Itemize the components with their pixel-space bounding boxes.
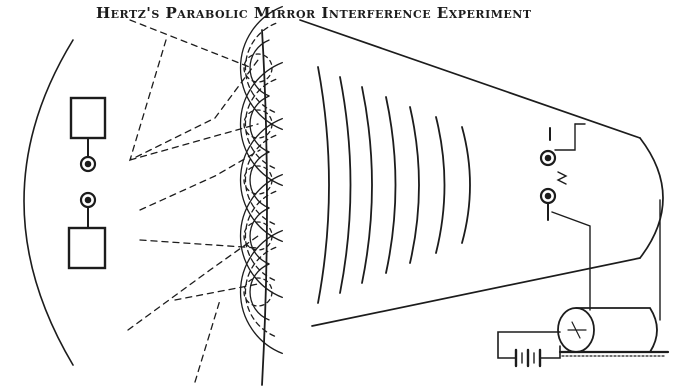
interference-circles [239,5,283,386]
left-mirror-arc [23,39,74,366]
lower-capacitor-plate [67,226,107,270]
node-circle [243,53,273,83]
interference-arc [244,190,277,282]
right-mirror [299,19,664,327]
reflected-rays [127,19,261,383]
interference-arc [239,173,283,299]
spark-mark [556,171,568,185]
interference-arc [249,95,270,153]
interference-arc [249,207,270,265]
wavefront-arc [361,86,373,284]
upper-spark-ball [79,155,97,173]
plane-reflector [261,29,268,386]
receiver-upper-ball [539,149,557,167]
diagram-title: Hertz's Parabolic Mirror Interference Ex… [96,4,532,22]
wavefront-arc [385,96,397,274]
interference-arc [239,5,283,131]
wavefronts [317,66,471,304]
receiver [539,123,661,321]
interference-arc [244,78,277,170]
interference-arc [249,39,270,97]
interference-arc [244,246,277,338]
wavefront-arc [409,106,420,264]
wavefront-arc [435,116,446,254]
interference-arc [239,117,283,243]
wavefront-arc [317,66,330,304]
battery [497,331,561,368]
interference-arc [244,134,277,226]
upper-capacitor-plate [69,96,107,140]
node-circle [243,277,273,307]
wavefront-arc [461,126,471,244]
interference-arc [249,263,270,321]
induction-coil [557,307,670,357]
interference-arc [244,22,277,114]
wavefront-arc [339,76,352,294]
oscillator [67,96,107,270]
interference-arc [249,151,270,209]
